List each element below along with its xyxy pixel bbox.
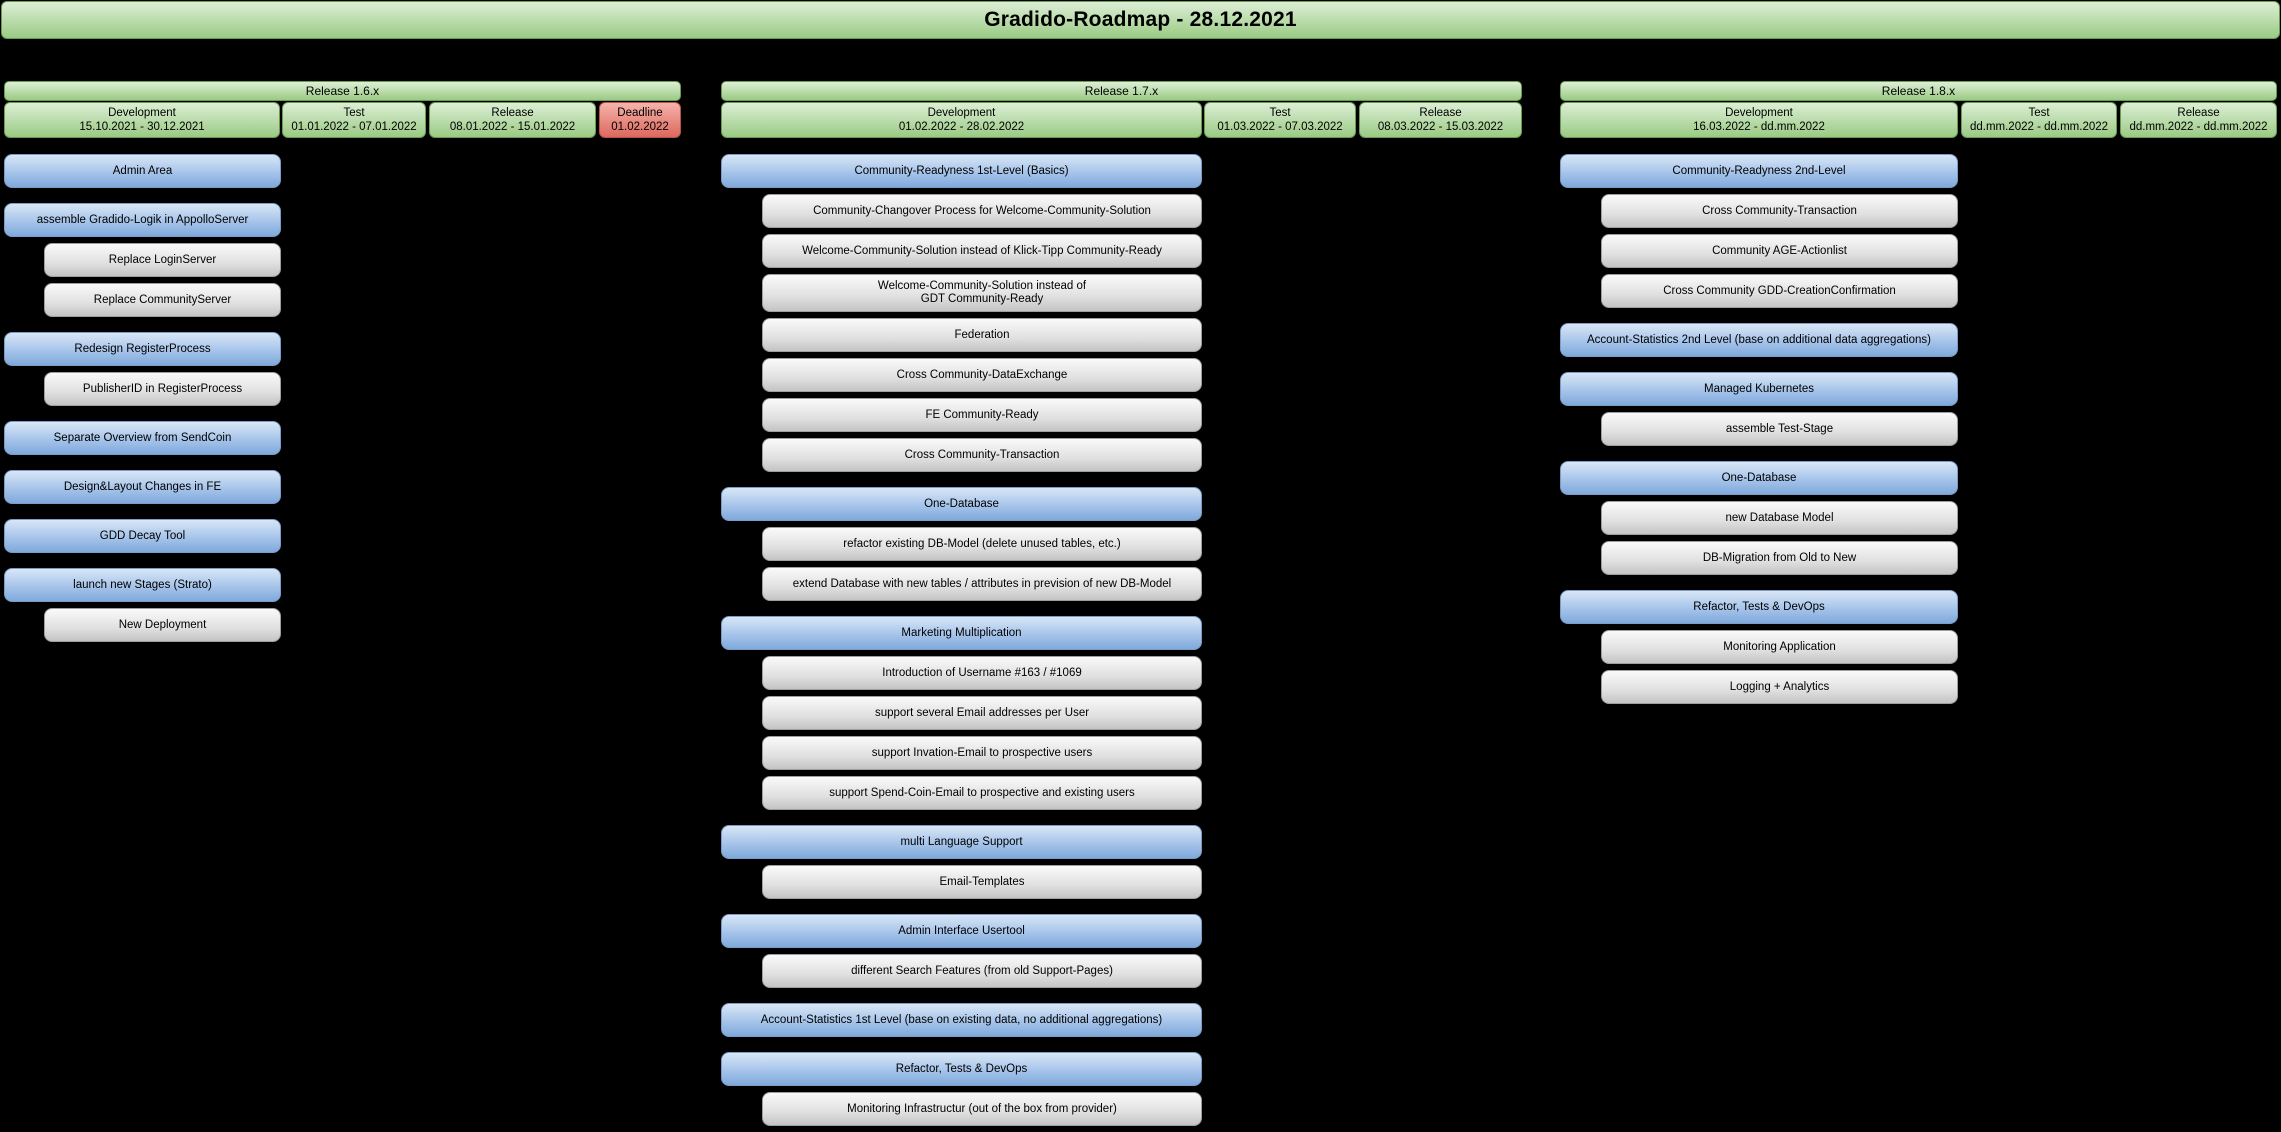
phase-dates: 01.03.2022 - 07.03.2022 [1217, 121, 1343, 133]
release-header-bar: Release 1.8.x [1560, 81, 2277, 101]
phase-name: Release [2177, 107, 2220, 119]
phase-box-release: Release dd.mm.2022 - dd.mm.2022 [2120, 102, 2277, 138]
phase-dates: dd.mm.2022 - dd.mm.2022 [1969, 121, 2109, 133]
subtask-item: Replace LoginServer [44, 243, 281, 277]
task-item: Design&Layout Changes in FE [4, 470, 281, 504]
phase-name: Release [1419, 107, 1462, 119]
phase-dates: 01.02.2022 - 28.02.2022 [898, 121, 1025, 133]
subtask-item: DB-Migration from Old to New [1601, 541, 1958, 575]
phase-box-test: Test 01.03.2022 - 07.03.2022 [1204, 102, 1356, 138]
subtask-item: FE Community-Ready [762, 398, 1202, 432]
page-title: Gradido-Roadmap - 28.12.2021 [1, 1, 2280, 39]
subtask-item: Community-Changover Process for Welcome-… [762, 194, 1202, 228]
subtask-item: support several Email addresses per User [762, 696, 1202, 730]
subtask-item: Monitoring Application [1601, 630, 1958, 664]
release-header-bar: Release 1.6.x [4, 81, 681, 101]
subtask-item: support Invation-Email to prospective us… [762, 736, 1202, 770]
subtask-item: Introduction of Username #163 / #1069 [762, 656, 1202, 690]
phase-name: Development [108, 107, 176, 119]
task-item: Marketing Multiplication [721, 616, 1202, 650]
phase-dates: 15.10.2021 - 30.12.2021 [79, 121, 205, 133]
subtask-item: Cross Community-DataExchange [762, 358, 1202, 392]
subtask-item: Cross Community GDD-CreationConfirmation [1601, 274, 1958, 308]
subtask-item: PublisherID in RegisterProcess [44, 372, 281, 406]
phase-dates: 01.02.2022 [611, 121, 669, 133]
subtask-item: Welcome-Community-Solution instead of GD… [762, 274, 1202, 312]
phase-dates: 08.03.2022 - 15.03.2022 [1377, 121, 1504, 133]
subtask-item: support Spend-Coin-Email to prospective … [762, 776, 1202, 810]
phase-box-release: Release 08.03.2022 - 15.03.2022 [1359, 102, 1522, 138]
phase-name: Test [343, 107, 365, 119]
phase-name: Release [491, 107, 534, 119]
task-item: One-Database [1560, 461, 1958, 495]
task-item: Community-Readyness 1st-Level (Basics) [721, 154, 1202, 188]
task-item: Managed Kubernetes [1560, 372, 1958, 406]
phase-dates: 01.01.2022 - 07.01.2022 [291, 121, 417, 133]
task-item: multi Language Support [721, 825, 1202, 859]
task-item: Community-Readyness 2nd-Level [1560, 154, 1958, 188]
subtask-item: Federation [762, 318, 1202, 352]
subtask-item: Logging + Analytics [1601, 670, 1958, 704]
subtask-item: Welcome-Community-Solution instead of Kl… [762, 234, 1202, 268]
task-item: Separate Overview from SendCoin [4, 421, 281, 455]
subtask-item: Cross Community-Transaction [1601, 194, 1958, 228]
phase-name: Development [927, 107, 996, 119]
phase-box-test: Test dd.mm.2022 - dd.mm.2022 [1961, 102, 2117, 138]
subtask-item: new Database Model [1601, 501, 1958, 535]
task-item: Redesign RegisterProcess [4, 332, 281, 366]
task-item: Account-Statistics 1st Level (base on ex… [721, 1003, 1202, 1037]
task-item: Refactor, Tests & DevOps [1560, 590, 1958, 624]
task-item: Account-Statistics 2nd Level (base on ad… [1560, 323, 1958, 357]
phase-box-development: Development 16.03.2022 - dd.mm.2022 [1560, 102, 1958, 138]
task-item: Refactor, Tests & DevOps [721, 1052, 1202, 1086]
subtask-item: Community AGE-Actionlist [1601, 234, 1958, 268]
subtask-item: Monitoring Infrastructur (out of the box… [762, 1092, 1202, 1126]
phase-name: Development [1725, 107, 1793, 119]
release-header-bar: Release 1.7.x [721, 81, 1522, 101]
task-item: assemble Gradido-Logik in AppolloServer [4, 203, 281, 237]
task-item: Admin Area [4, 154, 281, 188]
phase-name: Test [2028, 107, 2050, 119]
subtask-item: New Deployment [44, 608, 281, 642]
subtask-item: different Search Features (from old Supp… [762, 954, 1202, 988]
phase-box-deadline: Deadline 01.02.2022 [599, 102, 681, 138]
phase-dates: 16.03.2022 - dd.mm.2022 [1693, 121, 1825, 133]
task-item: Admin Interface Usertool [721, 914, 1202, 948]
phase-dates: dd.mm.2022 - dd.mm.2022 [2129, 121, 2268, 133]
task-item: launch new Stages (Strato) [4, 568, 281, 602]
phase-dates: 08.01.2022 - 15.01.2022 [449, 121, 576, 133]
phase-box-release: Release 08.01.2022 - 15.01.2022 [429, 102, 596, 138]
phase-box-test: Test 01.01.2022 - 07.01.2022 [282, 102, 426, 138]
phase-box-development: Development 01.02.2022 - 28.02.2022 [721, 102, 1202, 138]
subtask-item: assemble Test-Stage [1601, 412, 1958, 446]
phase-box-development: Development 15.10.2021 - 30.12.2021 [4, 102, 280, 138]
subtask-item: Replace CommunityServer [44, 283, 281, 317]
task-item: One-Database [721, 487, 1202, 521]
subtask-item: extend Database with new tables / attrib… [762, 567, 1202, 601]
phase-name: Deadline [617, 107, 663, 119]
subtask-item: refactor existing DB-Model (delete unuse… [762, 527, 1202, 561]
subtask-item: Cross Community-Transaction [762, 438, 1202, 472]
phase-name: Test [1269, 107, 1291, 119]
task-item: GDD Decay Tool [4, 519, 281, 553]
subtask-item: Email-Templates [762, 865, 1202, 899]
